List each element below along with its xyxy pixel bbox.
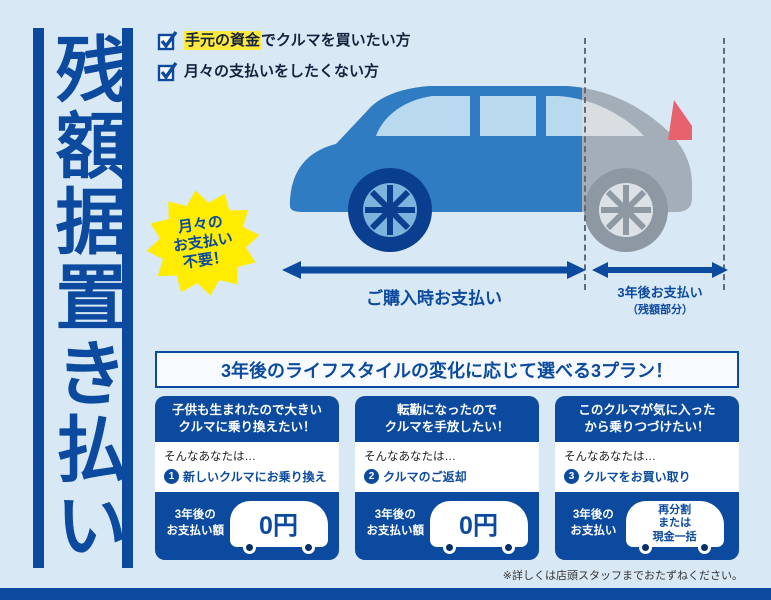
plan-action: 1 新しいクルマにお乗り換え	[164, 468, 330, 485]
plan-amount: 0円	[459, 512, 498, 540]
plan-number-icon: 1	[164, 469, 179, 484]
checklist-label: 月々の支払いをしたくない方	[184, 63, 380, 80]
checklist-label: 手元の資金でクルマを買いたい方	[184, 31, 411, 51]
plan-action-label: クルマをお買い取り	[583, 470, 691, 484]
vertical-divider-bar-right	[122, 28, 133, 568]
mini-car-illustration: 0円	[229, 501, 328, 554]
checklist-text-rest: でクルマを買いたい方	[261, 32, 411, 49]
front-wheel-icon	[348, 168, 432, 252]
plan-footer: 3年後の お支払い額 0円	[355, 492, 539, 560]
plan-action: 3 クルマをお買い取り	[564, 468, 730, 485]
mini-car-illustration: 再分割 または 現金一括	[625, 501, 724, 554]
plan-header-line: 転勤になったので	[396, 403, 497, 418]
wheel-icon	[638, 541, 652, 554]
wheel-icon	[301, 541, 315, 554]
plan-footer: 3年後の お支払い 再分割 または 現金一括	[555, 492, 739, 560]
rear-wheel-icon	[584, 168, 668, 252]
plan-action: 2 クルマのご返却	[364, 468, 530, 485]
checklist-item-2: 月々の支払いをしたくない方	[157, 61, 379, 82]
plan-header-line: 子供も生まれたので大きい	[171, 403, 322, 418]
footnote: ※詳しくは店頭スタッフまでおたずねください。	[502, 570, 743, 582]
plans-banner: 3年後のライフスタイルの変化に応じて選べる3プラン！	[155, 351, 739, 388]
plan-amount: 0円	[259, 512, 298, 540]
mini-car-illustration: 0円	[429, 501, 528, 554]
plan-body: そんなあなたは… 1 新しいクルマにお乗り換え	[155, 442, 339, 492]
wheel-icon	[697, 541, 711, 554]
plans-banner-text: 3年後のライフスタイルの変化に応じて選べる3プラン！	[220, 360, 674, 381]
checkbox-icon	[157, 62, 178, 82]
plan-intro: そんなあなたは…	[164, 451, 256, 463]
plan-header: 子供も生まれたので大きい クルマに乗り換えたい！	[155, 396, 339, 442]
plan-action-label: 新しいクルマにお乗り換え	[183, 470, 327, 484]
plan-card-3: このクルマが気に入った から乗りつづけたい！ そんなあなたは… 3 クルマをお買…	[555, 396, 739, 560]
plan-amount: 再分割 または 現金一括	[652, 504, 697, 543]
plan-header-line: クルマを手放したい！	[384, 420, 510, 434]
residual-arrow-label: 3年後お支払い （残額部分）	[586, 282, 734, 317]
plan-card-2: 転勤になったので クルマを手放したい！ そんなあなたは… 2 クルマのご返却 3…	[355, 396, 539, 560]
no-monthly-payment-badge: 月々の お支払い 不要！	[139, 183, 267, 304]
plan-card-1: 子供も生まれたので大きい クルマに乗り換えたい！ そんなあなたは… 1 新しいク…	[155, 396, 339, 560]
car-illustration	[290, 86, 692, 252]
vertical-divider-bar-left	[33, 28, 44, 568]
plan-action-label: クルマのご返却	[383, 470, 467, 484]
plan-pay-label: 3年後の お支払い	[570, 509, 617, 537]
bottom-bar	[0, 588, 771, 600]
wheel-icon	[501, 541, 515, 554]
plan-pay-label: 3年後の お支払い額	[166, 509, 225, 537]
page-title: 残額据置き払い	[44, 32, 124, 564]
residual-label-sub: （残額部分）	[627, 304, 693, 316]
plan-intro: そんなあなたは…	[564, 451, 656, 463]
plan-header-line: このクルマが気に入った	[578, 403, 716, 418]
plan-body: そんなあなたは… 2 クルマのご返却	[355, 442, 539, 492]
car-front-blue	[290, 86, 582, 252]
taillight-icon	[668, 100, 692, 140]
dashed-separator-line	[723, 38, 725, 290]
wheel-icon	[242, 541, 256, 554]
plan-header: 転勤になったので クルマを手放したい！	[355, 396, 539, 442]
plan-footer: 3年後の お支払い額 0円	[155, 492, 339, 560]
residual-double-arrow-icon	[592, 262, 728, 278]
purchase-double-arrow-icon	[282, 261, 586, 279]
purchase-arrow-label: ご購入時お支払い	[366, 289, 502, 308]
plan-number-icon: 2	[364, 469, 379, 484]
plan-header: このクルマが気に入った から乗りつづけたい！	[555, 396, 739, 442]
plan-number-icon: 3	[564, 469, 579, 484]
checklist-item-1: 手元の資金でクルマを買いたい方	[157, 30, 411, 51]
residual-label-main: 3年後お支払い	[617, 285, 703, 300]
plan-pay-label: 3年後の お支払い額	[366, 509, 425, 537]
plan-body: そんなあなたは… 3 クルマをお買い取り	[555, 442, 739, 492]
highlighted-text: 手元の資金	[184, 31, 262, 50]
dashed-separator-line	[584, 38, 586, 290]
plan-header-line: から乗りつづけたい！	[584, 420, 710, 434]
wheel-icon	[442, 541, 456, 554]
checkbox-icon	[157, 31, 178, 51]
plan-header-line: クルマに乗り換えたい！	[178, 420, 316, 434]
plan-intro: そんなあなたは…	[364, 451, 456, 463]
